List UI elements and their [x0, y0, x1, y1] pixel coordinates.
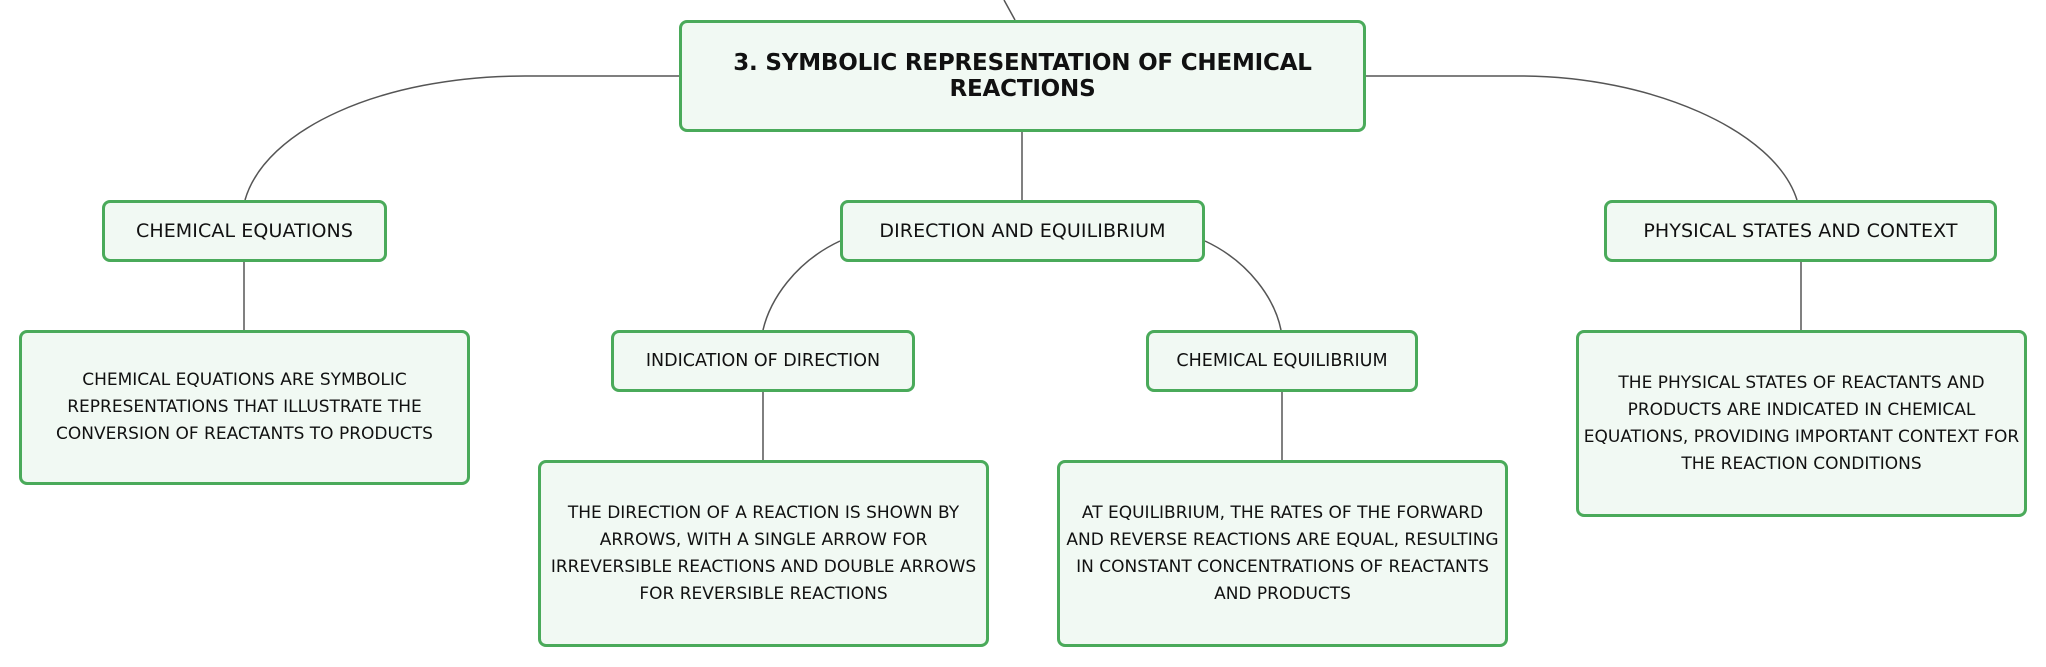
connector-root-to-chemical-equations: [244, 75, 679, 201]
root-topic-label: 3. SYMBOLIC REPRESENTATION OF CHEMICAL R…: [733, 50, 1312, 102]
chemical-equations-label: CHEMICAL EQUATIONS: [135, 220, 354, 242]
physical-states-node[interactable]: PHYSICAL STATES AND CONTEXT: [1604, 200, 1997, 262]
chemical-equations-detail-text: CHEMICAL EQUATIONS ARE SYMBOLIC REPRESEN…: [56, 370, 433, 444]
indication-of-direction-node[interactable]: INDICATION OF DIRECTION: [611, 330, 915, 392]
chemical-equations-node[interactable]: CHEMICAL EQUATIONS: [102, 200, 387, 262]
chemical-equilibrium-detail-text: AT EQUILIBRIUM, THE RATES OF THE FORWARD…: [1066, 502, 1499, 604]
indication-of-direction-detail-node[interactable]: THE DIRECTION OF A REACTION IS SHOWN BY …: [538, 460, 989, 647]
chemical-equilibrium-detail-node[interactable]: AT EQUILIBRIUM, THE RATES OF THE FORWARD…: [1057, 460, 1508, 647]
direction-equilibrium-label: DIRECTION AND EQUILIBRIUM: [879, 220, 1166, 242]
physical-states-detail-text: THE PHYSICAL STATES OF REACTANTS AND PRO…: [1583, 372, 2020, 474]
connector-parent-to-root: [1003, 0, 1016, 21]
chemical-equilibrium-label: CHEMICAL EQUILIBRIUM: [1176, 351, 1388, 371]
physical-states-detail-node[interactable]: THE PHYSICAL STATES OF REACTANTS AND PRO…: [1576, 330, 2027, 517]
indication-of-direction-label: INDICATION OF DIRECTION: [645, 351, 881, 371]
chemical-equations-detail-node[interactable]: CHEMICAL EQUATIONS ARE SYMBOLIC REPRESEN…: [19, 330, 470, 485]
connector-root-to-physical-states: [1366, 75, 1798, 201]
connector-direction-to-indication: [762, 240, 841, 331]
root-topic-node[interactable]: 3. SYMBOLIC REPRESENTATION OF CHEMICAL R…: [679, 20, 1366, 132]
direction-equilibrium-node[interactable]: DIRECTION AND EQUILIBRIUM: [840, 200, 1205, 262]
indication-of-direction-detail-text: THE DIRECTION OF A REACTION IS SHOWN BY …: [550, 502, 977, 604]
chemical-equilibrium-node[interactable]: CHEMICAL EQUILIBRIUM: [1146, 330, 1418, 392]
physical-states-label: PHYSICAL STATES AND CONTEXT: [1643, 220, 1958, 242]
connector-direction-to-equilibrium: [1204, 240, 1282, 331]
